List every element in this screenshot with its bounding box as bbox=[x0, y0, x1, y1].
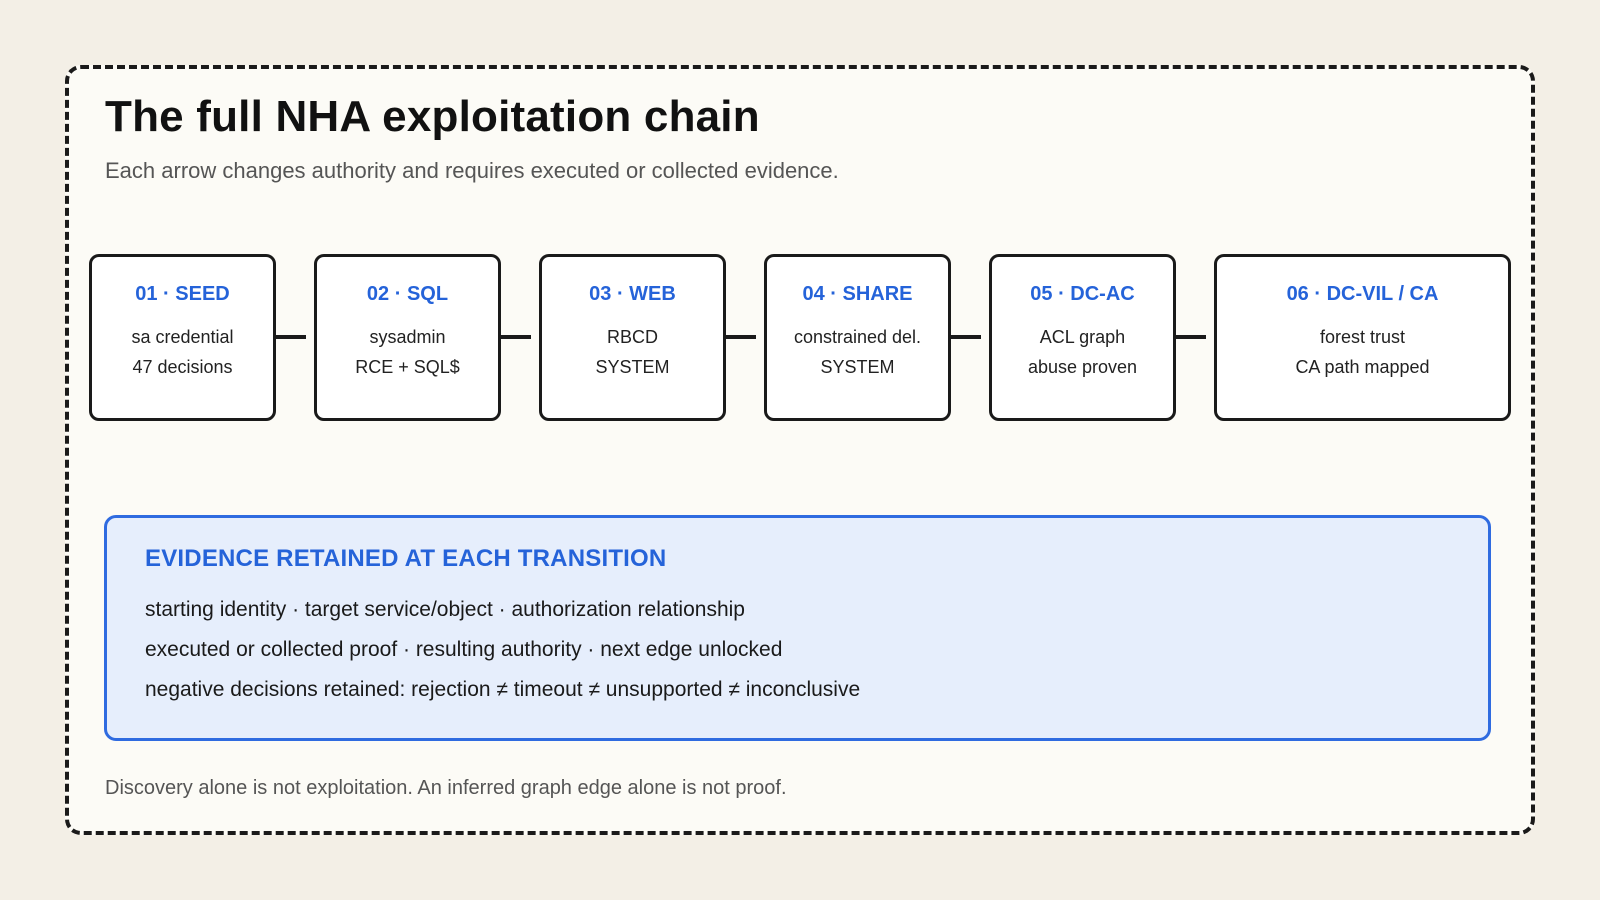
node-detail: CA path mapped bbox=[1295, 357, 1430, 377]
node-detail: SYSTEM bbox=[595, 357, 670, 377]
evidence-line: negative decisions retained: rejection ≠… bbox=[145, 678, 861, 701]
node-label: 06 · DC-VIL / CA bbox=[1286, 283, 1439, 305]
node-detail: SYSTEM bbox=[820, 357, 895, 377]
page-title: The full NHA exploitation chain bbox=[105, 92, 760, 141]
chain-node-sql: 02 · SQL sysadmin RCE + SQL$ bbox=[314, 254, 501, 421]
node-detail: 47 decisions bbox=[132, 357, 233, 377]
node-detail: forest trust bbox=[1319, 327, 1406, 347]
node-label: 01 · SEED bbox=[135, 283, 230, 305]
node-detail: RBCD bbox=[606, 327, 658, 347]
chain-node-seed: 01 · SEED sa credential 47 decisions bbox=[89, 254, 276, 421]
node-label: 04 · SHARE bbox=[802, 283, 913, 305]
chain-node-share: 04 · SHARE constrained del. SYSTEM bbox=[764, 254, 951, 421]
evidence-line: starting identity · target service/objec… bbox=[145, 598, 745, 621]
evidence-line: executed or collected proof · resulting … bbox=[145, 638, 783, 661]
page-subtitle: Each arrow changes authority and require… bbox=[105, 158, 839, 183]
footer-note: Discovery alone is not exploitation. An … bbox=[105, 777, 787, 799]
chain-node-dc-ac: 05 · DC-AC ACL graph abuse proven bbox=[989, 254, 1176, 421]
node-label: 02 · SQL bbox=[366, 283, 449, 305]
chain-node-dc-vil-ca: 06 · DC-VIL / CA forest trust CA path ma… bbox=[1214, 254, 1511, 421]
chain-connector bbox=[501, 335, 531, 339]
evidence-heading: EVIDENCE RETAINED AT EACH TRANSITION bbox=[145, 545, 667, 572]
node-label: 05 · DC-AC bbox=[1030, 283, 1135, 305]
chain-connector bbox=[276, 335, 306, 339]
node-detail: ACL graph bbox=[1039, 327, 1126, 347]
node-detail: RCE + SQL$ bbox=[355, 357, 460, 377]
evidence-panel: EVIDENCE RETAINED AT EACH TRANSITION sta… bbox=[104, 515, 1491, 741]
node-label: 03 · WEB bbox=[589, 283, 676, 305]
chain-connector bbox=[951, 335, 981, 339]
node-detail: sysadmin bbox=[369, 327, 446, 347]
node-detail: sa credential bbox=[131, 327, 234, 347]
chain-connector bbox=[1176, 335, 1206, 339]
node-detail: constrained del. bbox=[793, 327, 922, 347]
chain-connector bbox=[726, 335, 756, 339]
node-detail: abuse proven bbox=[1027, 357, 1138, 377]
chain-node-web: 03 · WEB RBCD SYSTEM bbox=[539, 254, 726, 421]
